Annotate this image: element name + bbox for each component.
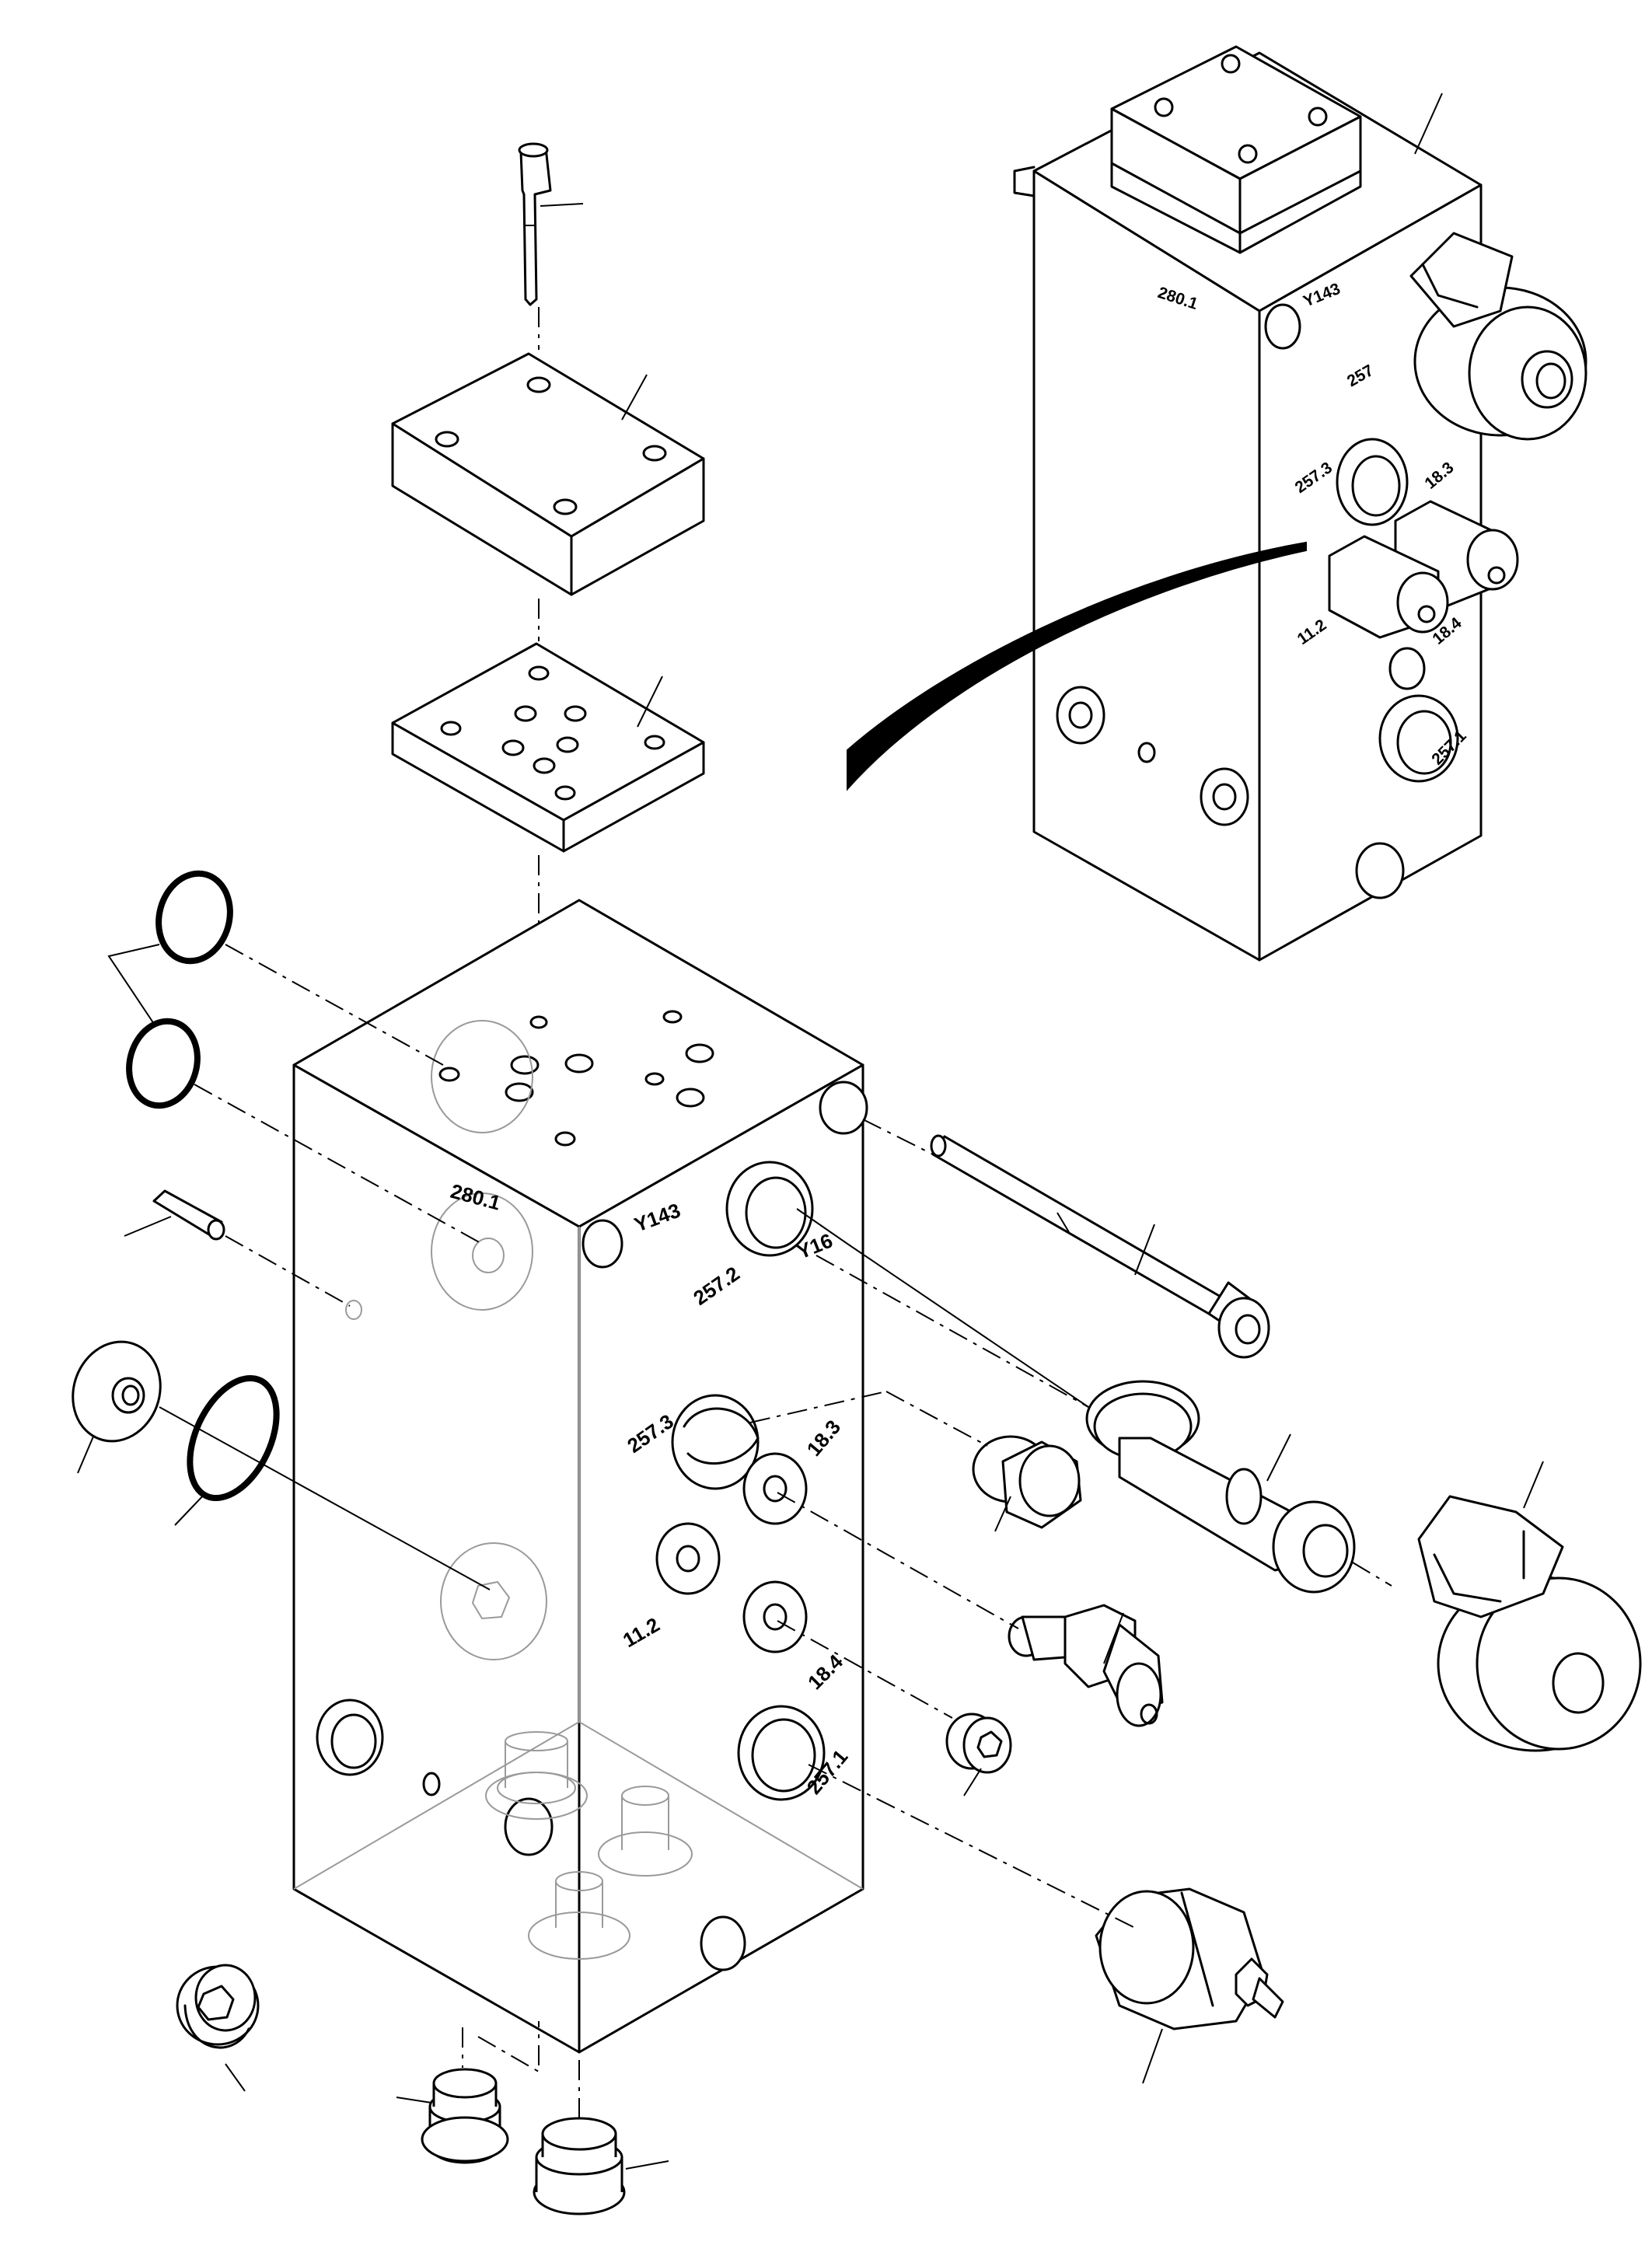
assembled-valve-inset: 280.1 Y143 257 257.3 18.3 11.2 18.4 257.… xyxy=(847,45,1587,962)
socket-head-bolt xyxy=(518,142,584,306)
fitting-18-3 xyxy=(777,1492,1164,1727)
intermediate-plate xyxy=(391,642,705,853)
hex-plug-18-4 xyxy=(777,1620,1012,1796)
o-ring-pair xyxy=(107,870,483,1245)
plug-bottom-2 xyxy=(533,2060,669,2215)
long-bolt xyxy=(862,1119,1270,1359)
manifold-block xyxy=(292,899,868,2054)
hex-plug-257-3 xyxy=(749,1391,1082,1532)
solenoid-valve-cartridge xyxy=(816,1255,1392,1594)
plug-left xyxy=(176,1964,260,2092)
plug-bottom-1 xyxy=(396,2021,540,2164)
dowel-pin xyxy=(124,1189,351,1307)
pressure-switch xyxy=(808,1764,1284,2084)
solenoid-coil xyxy=(1417,1461,1642,1752)
o-ring-large xyxy=(159,1374,491,1590)
orifice-disc xyxy=(72,1340,162,1474)
cover-block xyxy=(391,352,705,596)
